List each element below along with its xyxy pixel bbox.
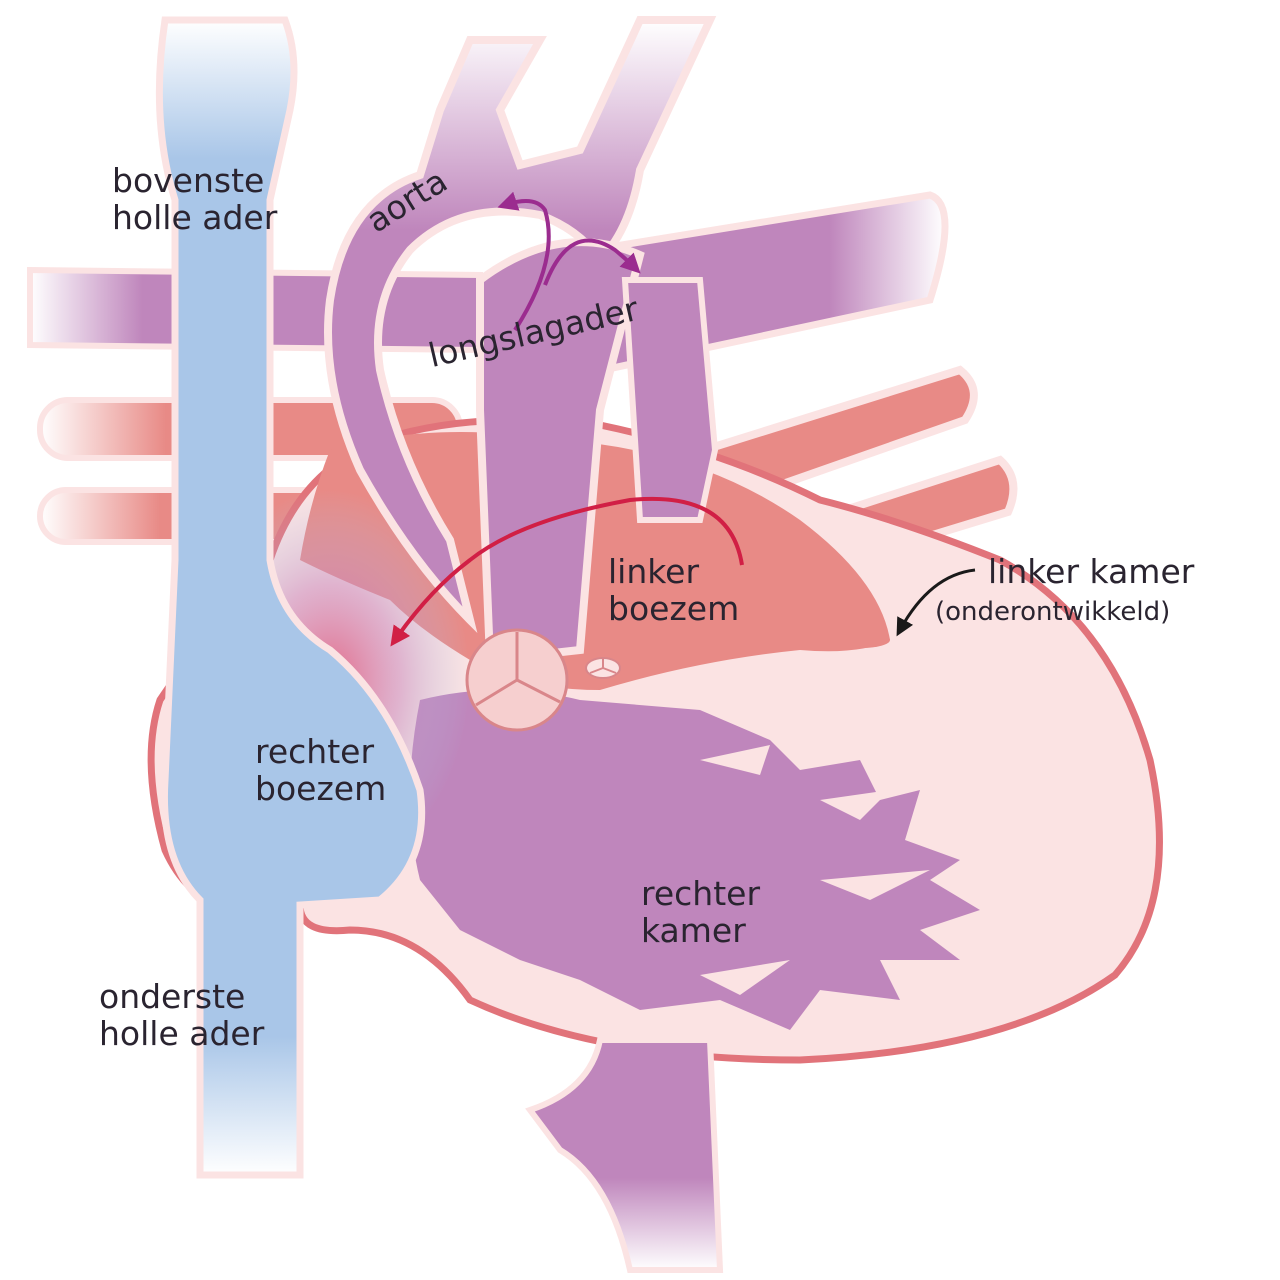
left-ventricle-sliver [834, 632, 890, 648]
label-superior-vena-cava-line1: bovenste [112, 161, 265, 200]
aortic-arch [324, 16, 717, 634]
label-inferior-vena-cava-line1: onderste [99, 977, 246, 1016]
label-inferior-vena-cava: onderste holle ader [99, 978, 264, 1052]
descending-vessel [525, 1037, 724, 1273]
label-inferior-vena-cava-line2: holle ader [99, 1014, 265, 1053]
label-left-atrium-line2: boezem [608, 589, 740, 628]
label-right-atrium: rechter boezem [255, 733, 386, 807]
vena-cava [155, 16, 426, 1179]
atrial-flow-arrow [390, 496, 744, 647]
label-right-atrium-line2: boezem [255, 769, 387, 808]
label-right-ventricle: rechter kamer [641, 875, 760, 949]
label-left-atrium: linker boezem [608, 553, 739, 627]
label-left-ventricle: linker kamer [988, 552, 1195, 591]
pulmonary-flow-arrows [497, 191, 641, 332]
left-ventricle-pointer [896, 568, 976, 637]
aortic-valve [585, 657, 621, 679]
label-right-atrium-line1: rechter [255, 732, 375, 771]
pulmonary-valve [465, 628, 569, 732]
label-left-ventricle-note: (onderontwikkeld) [935, 597, 1171, 627]
label-superior-vena-cava: bovenste holle ader [112, 162, 277, 236]
right-ventricle-chamber [410, 690, 980, 1030]
label-superior-vena-cava-line2: holle ader [112, 198, 278, 237]
label-right-ventricle-line1: rechter [641, 874, 761, 913]
descending-aorta [621, 277, 719, 523]
label-left-atrium-line1: linker [608, 552, 700, 591]
ventricle-trabeculae [700, 745, 930, 995]
label-right-ventricle-line2: kamer [641, 911, 746, 950]
